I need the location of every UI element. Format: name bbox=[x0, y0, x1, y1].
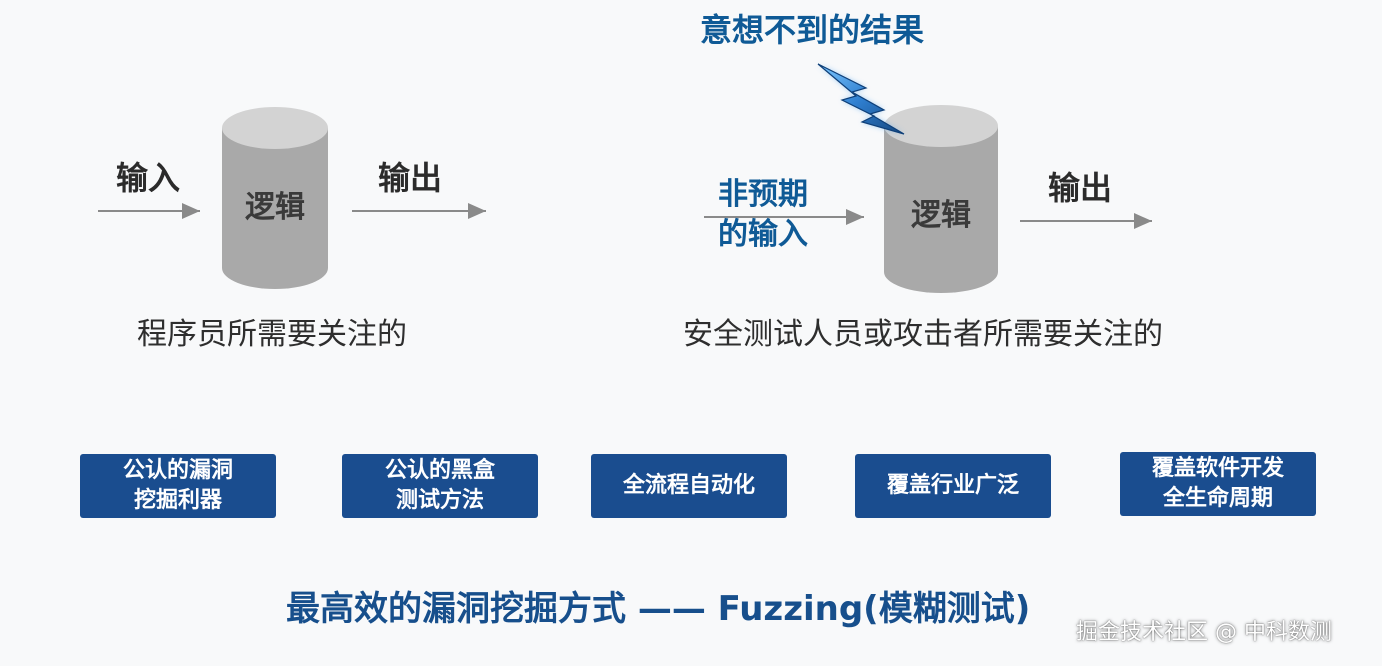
lightning-bolt-icon bbox=[817, 63, 905, 135]
right-logic-cylinder bbox=[884, 105, 998, 293]
left-logic-label: 逻辑 bbox=[245, 190, 305, 225]
unexpected-input-label-line2: 的输入 bbox=[718, 217, 808, 252]
watermark: 掘金技术社区 @ 中科数测 bbox=[1076, 620, 1332, 645]
feature-box-blackbox-method: 公认的黑盒 测试方法 bbox=[342, 454, 538, 518]
right-logic-label: 逻辑 bbox=[911, 198, 971, 233]
feature-box-full-lifecycle: 覆盖软件开发 全生命周期 bbox=[1120, 452, 1316, 516]
feature-box-wide-industry: 覆盖行业广泛 bbox=[855, 454, 1051, 518]
left-output-label: 输出 bbox=[378, 159, 443, 197]
feature-box-vuln-tool: 公认的漏洞 挖掘利器 bbox=[80, 454, 276, 518]
unexpected-result-label: 意想不到的结果 bbox=[700, 11, 925, 49]
left-caption: 程序员所需要关注的 bbox=[137, 317, 407, 352]
right-caption: 安全测试人员或攻击者所需要关注的 bbox=[683, 317, 1163, 352]
unexpected-input-label-line1: 非预期 bbox=[718, 177, 808, 212]
feature-box-full-automation: 全流程自动化 bbox=[591, 454, 787, 518]
left-logic-cylinder bbox=[222, 107, 328, 289]
left-input-label: 输入 bbox=[116, 159, 181, 197]
fuzzing-headline: 最高效的漏洞挖掘方式 —— Fuzzing(模糊测试) bbox=[286, 589, 1031, 629]
right-output-label: 输出 bbox=[1048, 169, 1113, 207]
